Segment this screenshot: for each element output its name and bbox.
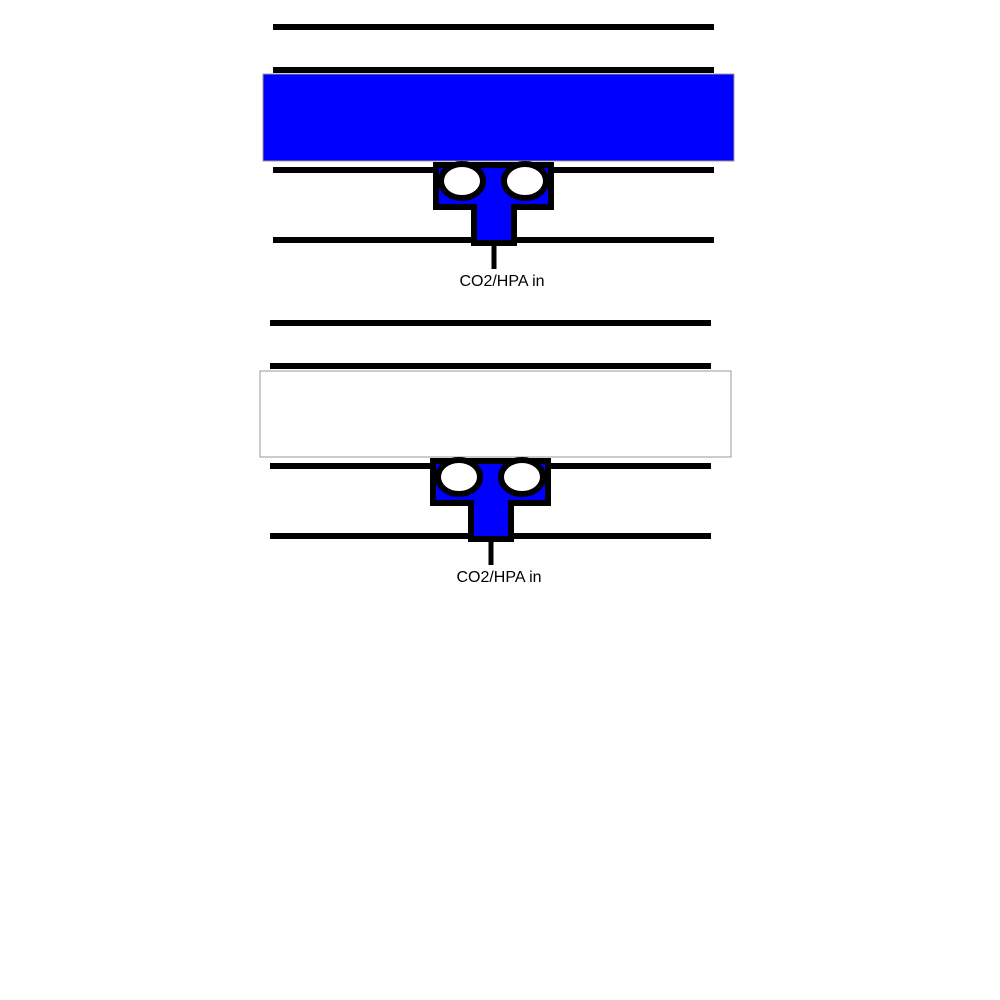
valve-left-icon bbox=[435, 457, 483, 497]
diagram-empty: CO2/HPA in bbox=[259, 320, 732, 586]
inlet-label: CO2/HPA in bbox=[459, 273, 544, 290]
diagram-filled: CO2/HPA in bbox=[262, 24, 735, 290]
channel-empty-region bbox=[259, 370, 732, 458]
valve-right-icon bbox=[501, 161, 549, 201]
valve-right-icon bbox=[498, 457, 546, 497]
valve-left-icon bbox=[438, 161, 486, 201]
channel-fluid-fill bbox=[262, 73, 735, 162]
inlet-label: CO2/HPA in bbox=[456, 569, 541, 586]
